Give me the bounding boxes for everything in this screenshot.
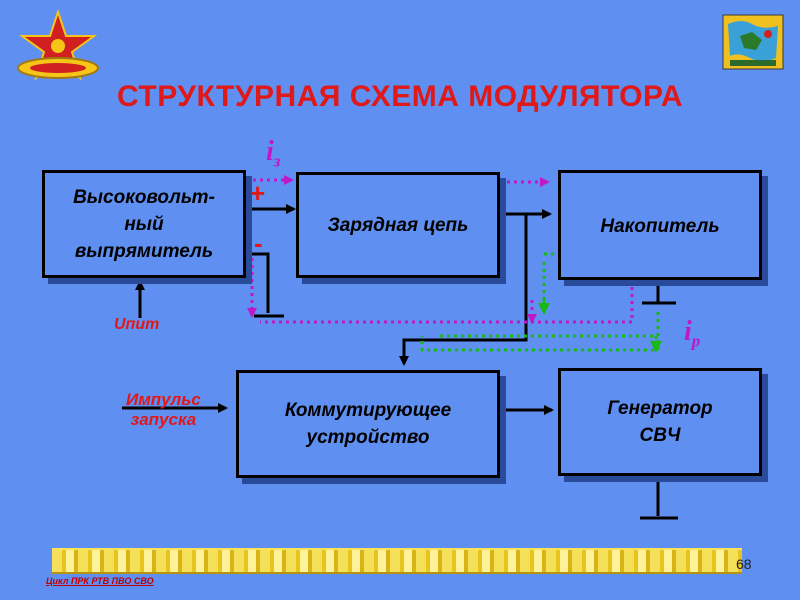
rectifier-label: Высоковольт- ный выпрямитель xyxy=(73,186,215,262)
emblem-icon xyxy=(14,8,102,86)
charge-current-symbol: i xyxy=(266,136,274,167)
decorative-ornament-strip xyxy=(52,548,742,574)
rectifier-block: Высоковольт- ный выпрямитель xyxy=(42,170,246,278)
microwave-generator-label: Генератор СВЧ xyxy=(607,398,713,446)
footer-text: Цикл ПРК РТВ ПВО СВО xyxy=(46,576,154,586)
minus-sign: - xyxy=(254,228,263,258)
discharge-current-symbol: i xyxy=(684,316,692,347)
discharge-current-subscript: р xyxy=(691,331,701,351)
main-connections xyxy=(122,204,678,520)
map-emblem-icon xyxy=(722,14,784,70)
charge-current-subscript: з xyxy=(273,151,281,171)
plus-sign: + xyxy=(250,178,266,208)
charging-circuit-label: Зарядная цепь xyxy=(327,214,469,236)
slide-title: СТРУКТУРНАЯ СХЕМА МОДУЛЯТОРА xyxy=(116,80,684,113)
discharge-current-label: iр xyxy=(684,316,700,352)
supply-voltage-label: Uпит xyxy=(114,316,160,333)
microwave-generator-block: Генератор СВЧ xyxy=(558,368,762,476)
charging-circuit-block: Зарядная цепь xyxy=(296,172,500,278)
storage-label: Накопитель xyxy=(600,216,720,237)
page-number: 68 xyxy=(736,556,752,572)
switching-device-block: Коммутирующее устройство xyxy=(236,370,500,478)
charge-current-label: iз xyxy=(266,136,280,172)
trigger-pulse-label: Импульс запуска xyxy=(126,390,201,429)
charge-current-path xyxy=(246,175,634,324)
switching-device-label: Коммутирующее устройство xyxy=(284,400,452,448)
storage-block: Накопитель xyxy=(558,170,762,280)
